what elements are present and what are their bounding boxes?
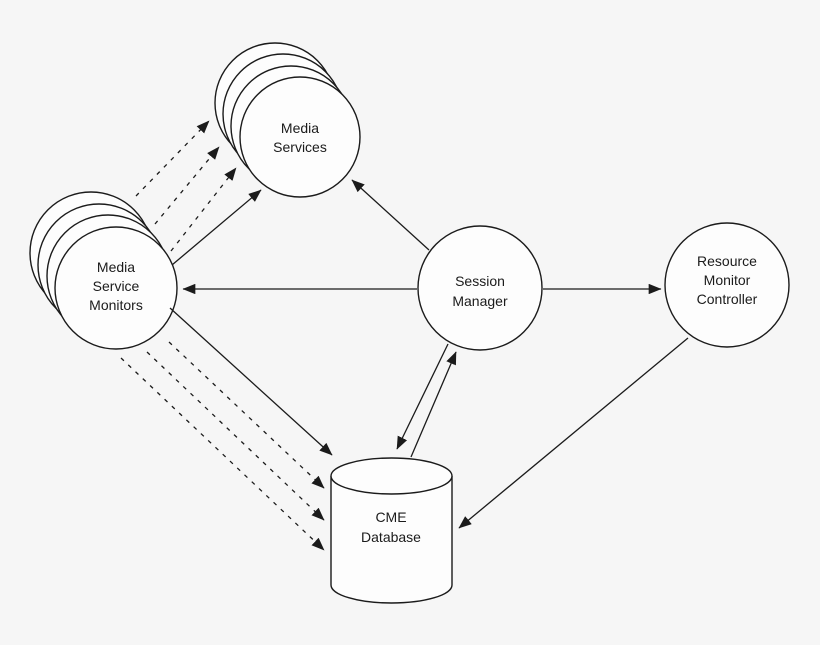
edge-database-to-session-manager [410, 351, 457, 458]
media-service-monitors-label: Media Service Monitors [89, 259, 143, 313]
label-line: Service [93, 278, 140, 294]
label-line: Monitor [704, 272, 751, 288]
edge-monitors-to-services-dashed-2 [154, 146, 220, 225]
label-line: Media [281, 120, 319, 136]
media-service-monitors-node [29, 191, 178, 350]
edge-monitors-to-services-dashed-3 [170, 167, 237, 252]
edge-monitors-to-database-dashed-1 [168, 341, 325, 489]
edge-monitors-to-database-dashed-2 [146, 351, 325, 521]
label-line: Services [273, 139, 327, 155]
label-line: Resource [697, 253, 757, 269]
media-services-front-circle [239, 76, 361, 198]
edge-session-manager-to-media-services [351, 179, 430, 251]
label-line: Session [455, 273, 505, 289]
media-services-label: Media Services [273, 120, 327, 155]
label-line: Controller [697, 291, 758, 307]
edge-monitors-to-database-solid [169, 307, 333, 456]
session-manager-node [417, 225, 543, 351]
edge-monitors-to-database-dashed-3 [120, 357, 325, 551]
edge-session-manager-to-database [396, 343, 449, 450]
edge-monitors-to-services-dashed-1 [135, 120, 210, 197]
label-line: Manager [452, 293, 508, 309]
edge-rmc-to-database [458, 337, 689, 529]
cme-database-node [330, 457, 453, 604]
cylinder-body [330, 476, 453, 604]
label-line: Monitors [89, 297, 143, 313]
label-line: Database [361, 529, 421, 545]
media-service-monitors-front-circle [54, 226, 178, 350]
cme-database-label: CME Database [361, 509, 421, 545]
edge-monitors-to-services-solid [171, 189, 262, 266]
media-services-node [214, 42, 361, 198]
session-manager-label: Session Manager [452, 273, 508, 309]
resource-monitor-controller-node [664, 222, 790, 348]
resource-monitor-controller-label: Resource Monitor Controller [697, 253, 758, 307]
label-line: Media [97, 259, 135, 275]
cylinder-top [330, 457, 453, 495]
label-line: CME [375, 509, 406, 525]
